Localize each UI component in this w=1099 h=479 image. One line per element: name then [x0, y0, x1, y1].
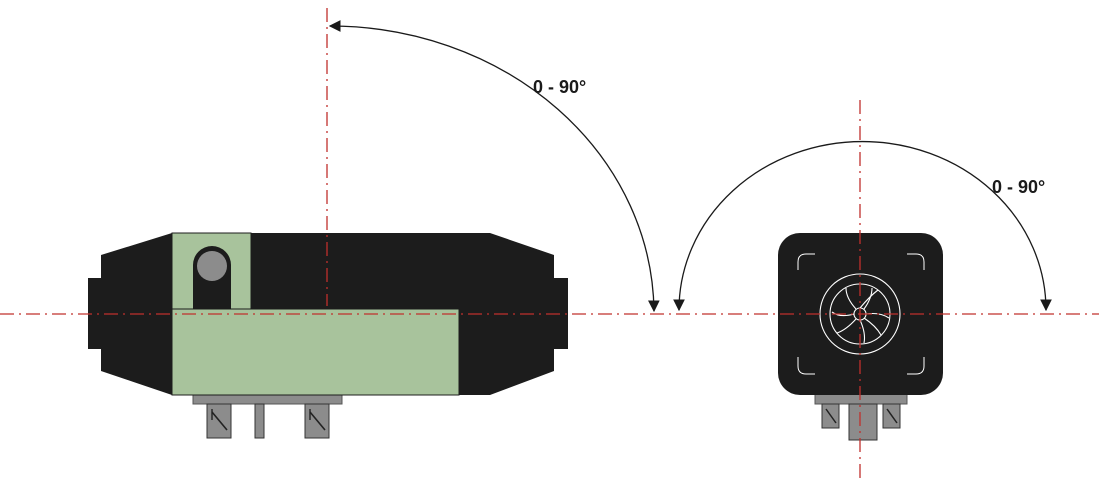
front-angle-label: 0 - 90°: [992, 177, 1045, 197]
heater-side-port: [197, 251, 227, 281]
side-angle-label: 0 - 90°: [533, 77, 586, 97]
heater-side-panel: [171, 308, 460, 396]
front-connector-left: [821, 403, 840, 429]
heater-side-view: [88, 232, 568, 439]
side-connector-bar: [192, 394, 343, 405]
front-rotation-arc: [673, 140, 1052, 312]
side-connector-left: [206, 403, 232, 439]
front-connector-bar: [814, 393, 908, 405]
front-connector-right: [882, 403, 901, 429]
side-connector-pin: [254, 403, 265, 439]
side-connector-right: [304, 403, 330, 439]
side-rotation-arc: [328, 20, 660, 313]
reference-axes: [0, 8, 1099, 479]
front-connector-middle: [848, 403, 878, 441]
front-corner-marks: [797, 253, 925, 375]
